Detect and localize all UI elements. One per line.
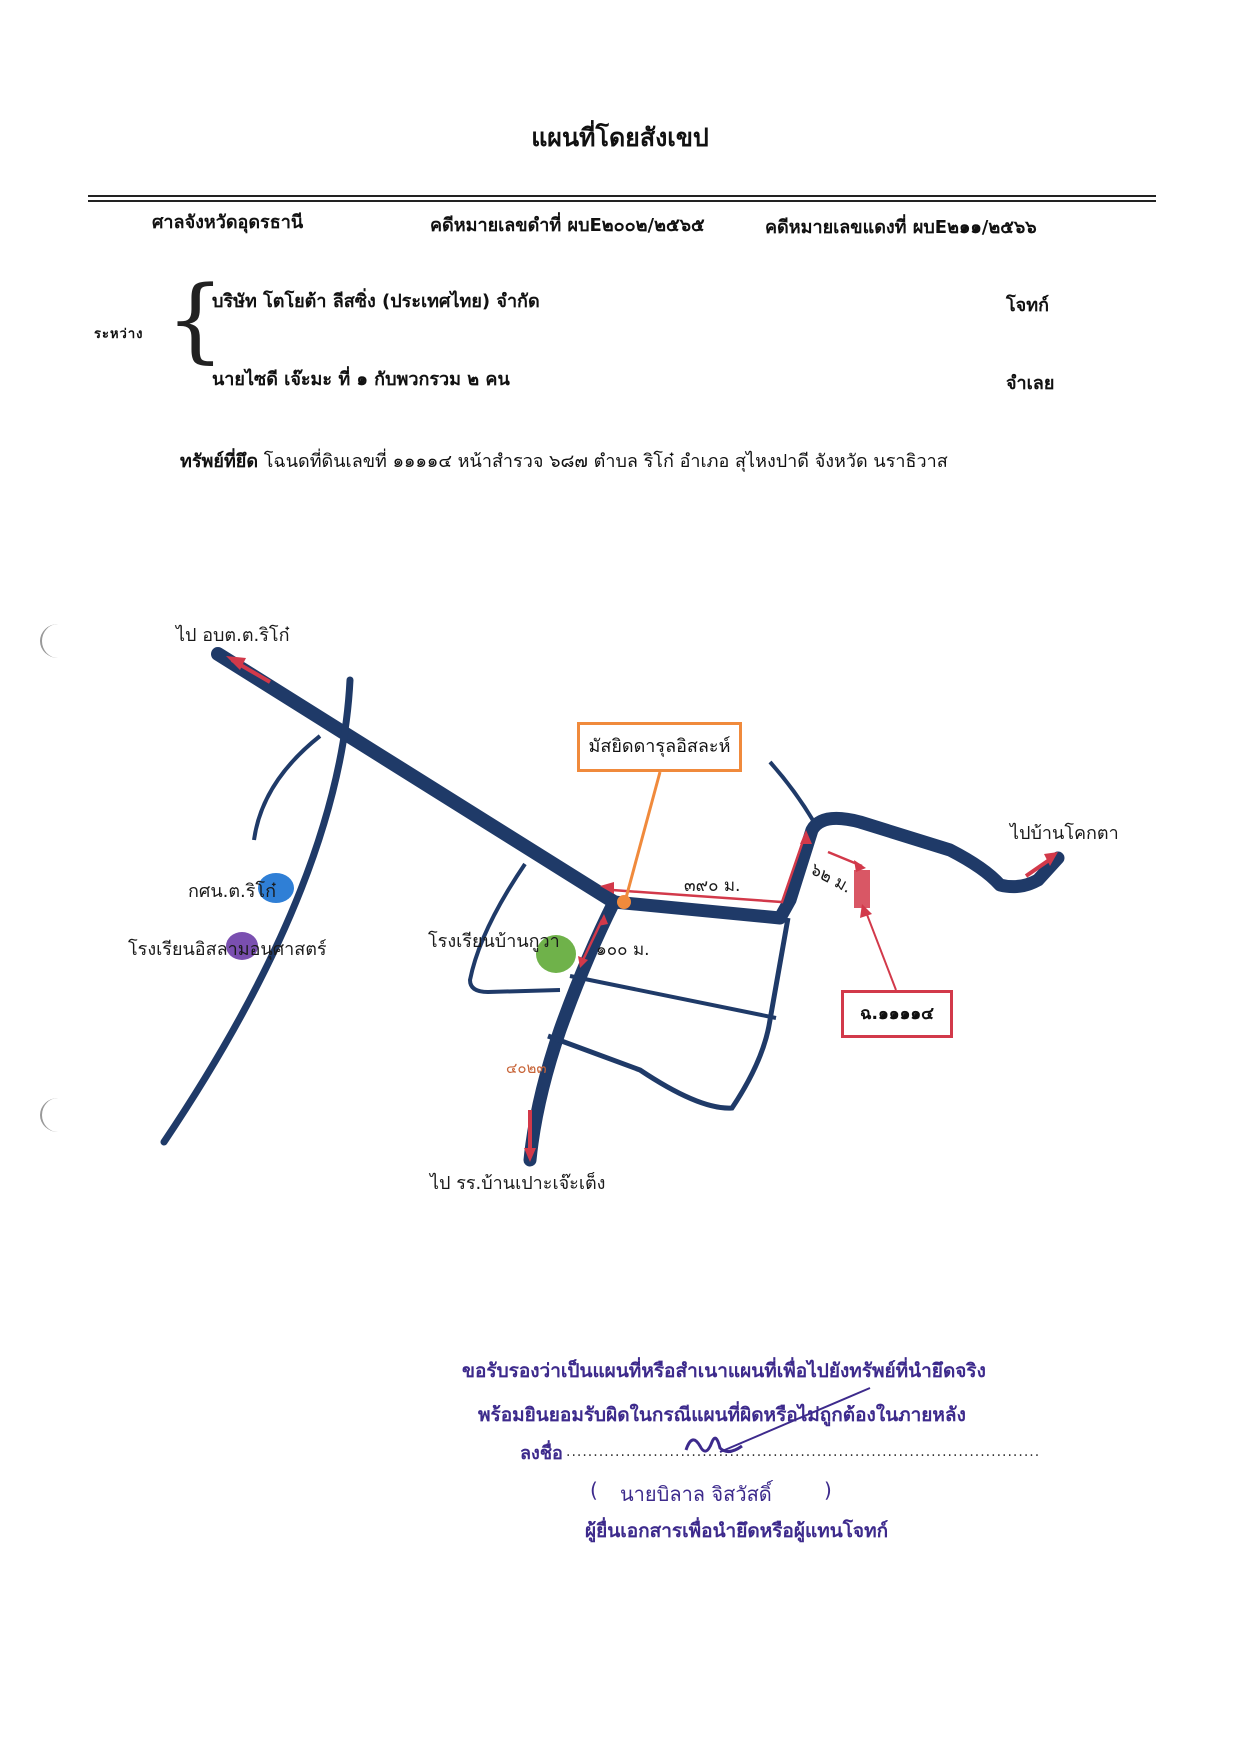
road-number-4023: ๔๐๒๓: [506, 1059, 547, 1077]
school-kuwa-marker: [536, 935, 576, 973]
route-100m-b: [578, 956, 588, 968]
road-loop-west: [467, 862, 561, 995]
plaintiff-name: บริษัท โตโยต้า ลีสซิ่ง (ประเทศไทย) จำกัด: [212, 291, 540, 312]
punch-hole-top: [40, 624, 76, 658]
plot-pointer: [865, 911, 897, 991]
route-390m-start: [600, 882, 614, 894]
route-390m: [611, 837, 806, 904]
arrow-to-kokta-head: [1044, 852, 1058, 866]
party-brace: {: [166, 266, 225, 373]
road-west-long: [160, 676, 354, 1146]
signer-open-paren: (: [590, 1478, 598, 1502]
defendant-name: นายไซดี เจ๊ะมะ ที่ ๑ กับพวกรวม ๒ คน: [212, 369, 510, 390]
road-east: [607, 811, 1065, 925]
signature-label: ลงชื่อ: [520, 1443, 563, 1464]
route-62m-head: [854, 860, 866, 872]
kor-sor-nor-marker: [258, 873, 294, 903]
certification-line-1: ขอรับรองว่าเป็นแผนที่หรือสำเนาแผนที่เพื่…: [462, 1360, 986, 1382]
between-label: ระหว่าง: [94, 327, 144, 342]
mosque-marker: [617, 895, 631, 909]
road-loop-cross: [569, 974, 777, 1020]
signer-role: ผู้ยื่นเอกสารเพื่อนำยึดหรือผู้แทนโจทก์: [585, 1520, 889, 1542]
label-to-obt: ไป อบต.ต.ริโก๋: [176, 625, 290, 646]
label-kor-sor-nor: กศน.ต.ริโก๋: [188, 881, 276, 902]
plot-pointer-head: [860, 904, 872, 918]
header-rule-bottom: [88, 200, 1156, 202]
label-school-kuwa: โรงเรียนบ้านกูวา: [428, 931, 560, 952]
road-north-branch: [768, 760, 816, 824]
plot-marker: [854, 870, 870, 908]
seized-property: ทรัพย์ที่ยึด โฉนดที่ดินเลขที่ ๑๑๑๑๔ หน้า…: [180, 446, 948, 475]
red-case-number: คดีหมายเลขแดงที่ ผบE๒๑๑/๒๕๖๖: [765, 217, 1037, 238]
signature-dotted-line: ........................................…: [566, 1444, 1041, 1460]
court-name: ศาลจังหวัดอุดรธานี: [152, 212, 304, 233]
seized-property-label: ทรัพย์ที่ยึด: [180, 451, 259, 472]
arrow-to-school-south-head: [524, 1148, 536, 1162]
page-title: แผนที่โดยสังเขป: [531, 123, 709, 152]
route-100m-a: [598, 914, 608, 926]
plaintiff-role: โจทก์: [1006, 295, 1049, 316]
mosque-pointer: [624, 771, 662, 899]
plot-label: ฉ.๑๑๑๑๔: [841, 990, 953, 1038]
black-case-number: คดีหมายเลขดำที่ ผบE๒๐๐๒/๒๕๖๕: [430, 215, 705, 236]
road-4023-south: [523, 895, 621, 1167]
road-west-curve: [252, 734, 322, 841]
defendant-role: จำเลย: [1006, 373, 1055, 394]
signer-name: นายบิลาล จิสวัสดิ์: [620, 1482, 772, 1506]
label-school-islam: โรงเรียนอิสลามอนุศาสตร์: [128, 939, 327, 960]
certification-line-2: พร้อมยินยอมรับผิดในกรณีแผนที่ผิดหรือไม่ถ…: [478, 1404, 966, 1426]
header-rule-top: [88, 195, 1156, 197]
route-100m: [580, 919, 604, 963]
label-to-ban-kokta: ไปบ้านโคกตา: [1010, 823, 1119, 844]
road-main-diagonal: [211, 647, 621, 909]
label-to-school-south: ไป รร.บ้านเปาะเจ๊ะเต็ง: [430, 1173, 606, 1194]
signer-close-paren: ): [824, 1478, 832, 1502]
arrow-to-obt-head: [226, 656, 246, 670]
distance-100m: ๑๐๐ ม.: [596, 940, 650, 960]
road-loop-south: [547, 917, 791, 1111]
route-390m-end: [800, 830, 812, 844]
distance-390m: ๓๙๐ ม.: [684, 876, 741, 896]
punch-hole-bottom: [40, 1098, 76, 1132]
school-islam-marker: [226, 932, 258, 960]
mosque-label: มัสยิดดารุลอิสละห์: [577, 722, 742, 772]
seized-property-text: โฉนดที่ดินเลขที่ ๑๑๑๑๔ หน้าสำรวจ ๖๘๗ ตำบ…: [258, 451, 948, 472]
